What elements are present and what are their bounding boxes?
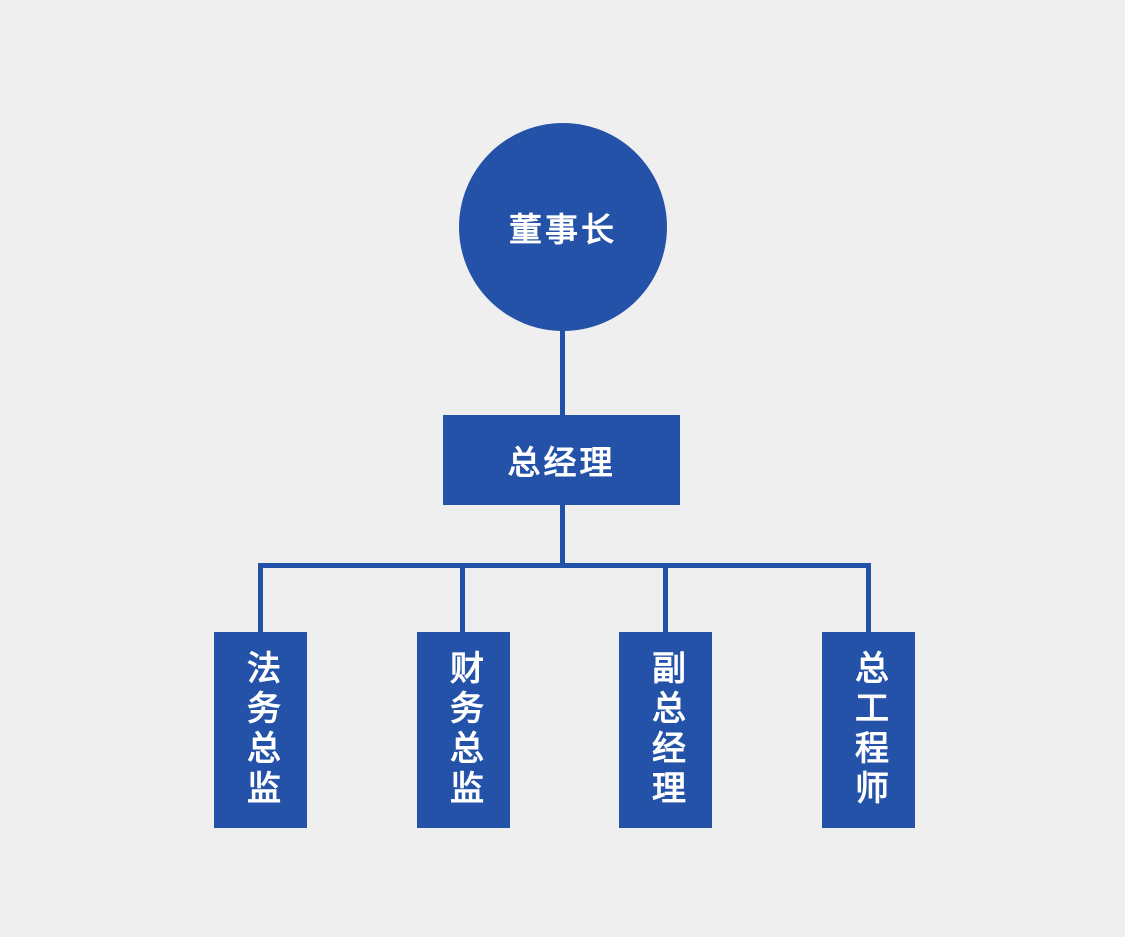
connector-drop-chief-engineer bbox=[866, 563, 871, 632]
org-node-finance-director-label: 财务总监 bbox=[444, 650, 483, 810]
org-node-chairman: 董事长 bbox=[459, 123, 667, 331]
connector-drop-deputy-gm bbox=[663, 563, 668, 632]
org-node-deputy-general-manager: 副总经理 bbox=[619, 632, 712, 828]
connector-gm-to-branch bbox=[560, 504, 565, 564]
org-node-chief-engineer-label: 总工程师 bbox=[849, 650, 888, 810]
connector-branch-horizontal bbox=[258, 563, 871, 568]
org-node-general-manager-label: 总经理 bbox=[507, 444, 616, 481]
connector-chairman-to-gm bbox=[560, 330, 565, 416]
org-node-legal-director-label: 法务总监 bbox=[241, 650, 280, 810]
org-node-legal-director: 法务总监 bbox=[214, 632, 307, 828]
connector-drop-finance-director bbox=[460, 563, 465, 632]
org-node-general-manager: 总经理 bbox=[443, 415, 680, 505]
org-node-chief-engineer: 总工程师 bbox=[822, 632, 915, 828]
org-node-deputy-general-manager-label: 副总经理 bbox=[646, 650, 685, 810]
connector-drop-legal-director bbox=[258, 563, 263, 632]
org-node-finance-director: 财务总监 bbox=[417, 632, 510, 828]
org-node-chairman-label: 董事长 bbox=[509, 211, 617, 248]
